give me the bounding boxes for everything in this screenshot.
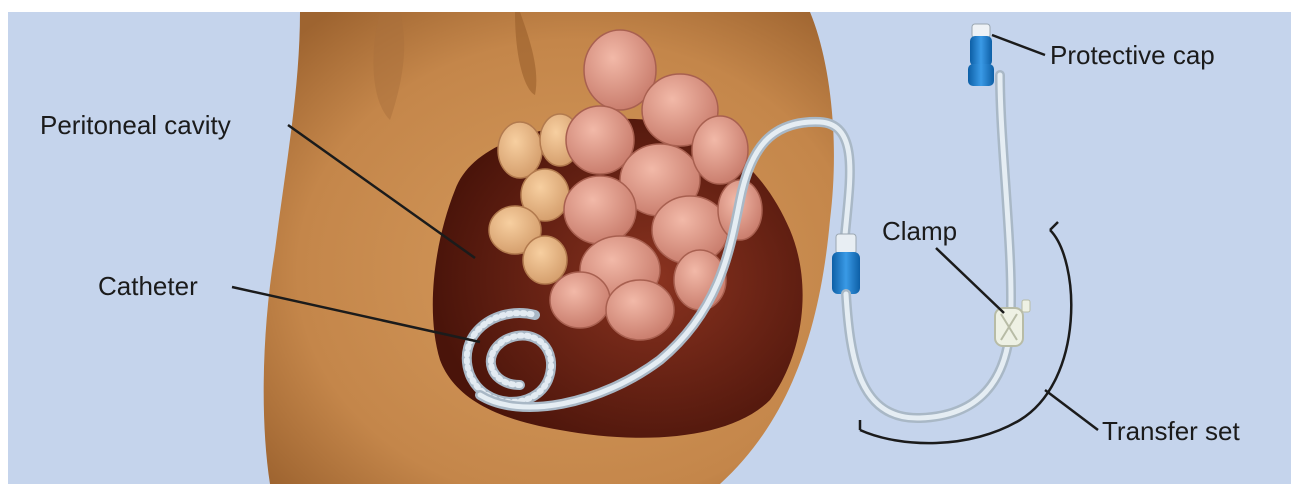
- label-peritoneal-cavity: Peritoneal cavity: [40, 112, 231, 138]
- clamp-leader: [936, 248, 1004, 313]
- label-protective-cap: Protective cap: [1050, 42, 1215, 68]
- label-clamp: Clamp: [882, 218, 957, 244]
- connector: [832, 234, 860, 294]
- label-transfer-set: Transfer set: [1102, 418, 1240, 444]
- protective-cap: [968, 24, 994, 86]
- label-catheter: Catheter: [98, 273, 198, 299]
- transfer-set-leader: [1045, 390, 1098, 430]
- protective-cap-leader: [992, 35, 1045, 55]
- transfer-set-tubing: [846, 75, 1011, 418]
